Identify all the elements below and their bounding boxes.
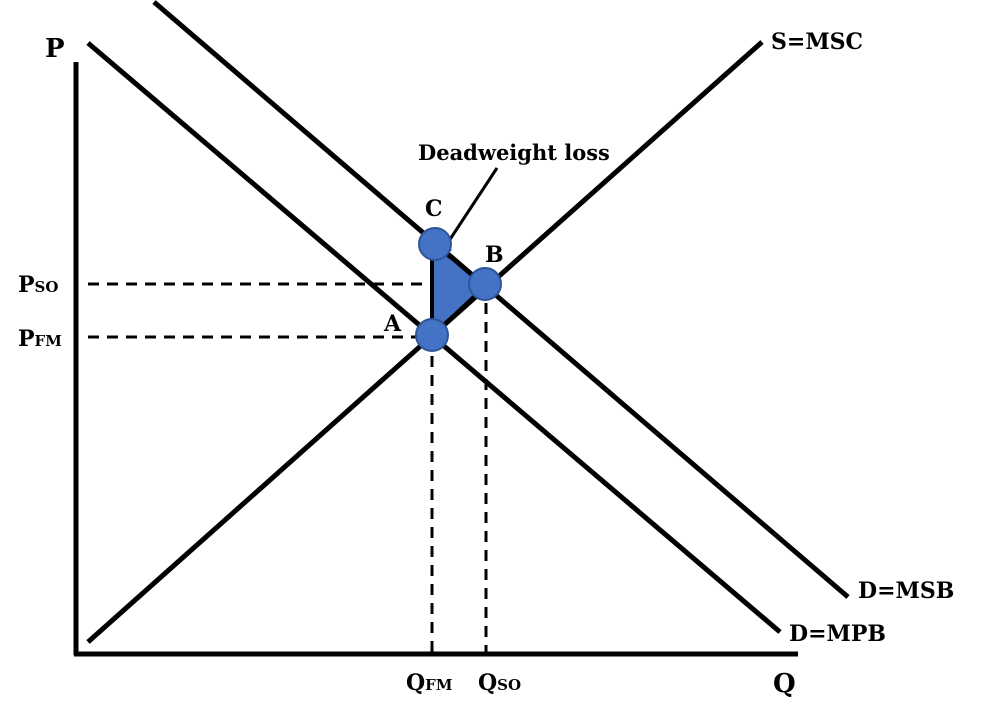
mpb-curve-label: D=MPB bbox=[789, 621, 886, 647]
x-axis-label: Q bbox=[773, 669, 796, 699]
quantity-fm-sub: FM bbox=[425, 676, 452, 694]
point-a-marker bbox=[415, 318, 449, 352]
quantity-fm-label: QFM bbox=[406, 670, 452, 696]
point-c-marker bbox=[418, 227, 452, 261]
point-a-label: A bbox=[383, 311, 402, 337]
price-fm-sub: FM bbox=[35, 332, 62, 350]
quantity-so-main: Q bbox=[478, 670, 497, 696]
price-so-label: PSO bbox=[18, 272, 58, 298]
msb-curve-label: D=MSB bbox=[858, 578, 954, 604]
point-b-label: B bbox=[485, 242, 504, 268]
y-axis-label: P bbox=[45, 34, 65, 64]
point-c-label: C bbox=[425, 196, 443, 222]
quantity-so-label: QSO bbox=[478, 670, 521, 696]
demand-msb-curve bbox=[152, 0, 850, 599]
price-fm-main: P bbox=[18, 326, 35, 352]
price-fm-label: PFM bbox=[18, 326, 62, 352]
point-b-marker bbox=[468, 267, 502, 301]
deadweight-loss-label: Deadweight loss bbox=[418, 140, 610, 165]
quantity-fm-main: Q bbox=[406, 670, 425, 696]
quantity-so-sub: SO bbox=[497, 676, 521, 694]
deadweight-arrow-shaft bbox=[441, 167, 499, 251]
supply-curve-label: S=MSC bbox=[771, 29, 863, 55]
price-so-sub: SO bbox=[35, 278, 59, 296]
price-so-main: P bbox=[18, 272, 35, 298]
